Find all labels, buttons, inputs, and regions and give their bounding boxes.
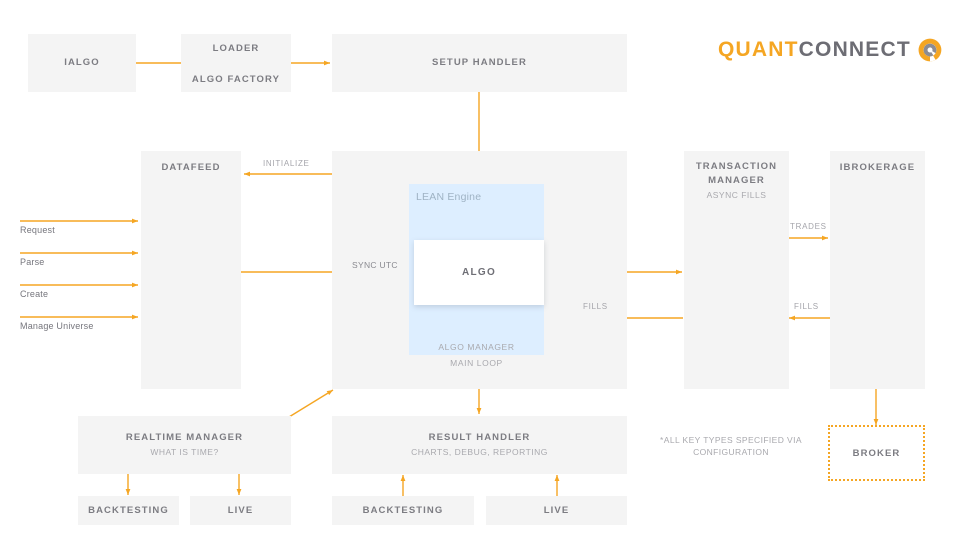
box-algo-factory-label: ALGO FACTORY (191, 74, 281, 85)
lean-engine-label: LEAN Engine (416, 191, 482, 203)
input-label-request: Request (20, 225, 55, 235)
box-loader-algo-factory[interactable]: LOADER ALGO FACTORY (181, 34, 291, 92)
edge-label-sync-utc: SYNC UTC (350, 260, 400, 270)
box-transaction-manager-sub: ASYNC FILLS (706, 190, 767, 200)
box-loader-label: LOADER (212, 43, 260, 54)
edge-label-fills-right: FILLS (794, 302, 819, 311)
box-realtime-live[interactable]: LIVE (190, 496, 291, 525)
footnote-key-types: *ALL KEY TYPES SPECIFIED VIA CONFIGURATI… (660, 435, 802, 457)
box-realtime-backtesting-label: BACKTESTING (88, 504, 169, 516)
main-loop-caption: MAIN LOOP (450, 358, 503, 368)
box-result-handler-label: RESULT HANDLER (428, 432, 531, 443)
box-datafeed[interactable]: DATAFEED (141, 151, 241, 389)
quantconnect-logo: QUANT CONNECT (718, 37, 943, 63)
quantconnect-mark-icon (917, 37, 943, 63)
box-realtime-live-label: LIVE (227, 504, 254, 516)
box-result-handler-sub: CHARTS, DEBUG, REPORTING (411, 447, 548, 457)
box-result-backtesting[interactable]: BACKTESTING (332, 496, 474, 525)
box-result-backtesting-label: BACKTESTING (362, 504, 444, 516)
box-result-live-label: LIVE (543, 504, 570, 516)
box-broker[interactable]: BROKER (828, 425, 925, 481)
box-ibrokerage-label: IBROKERAGE (839, 162, 916, 173)
edge-label-trades: TRADES (790, 222, 827, 231)
edge-label-initialize: INITIALIZE (263, 159, 310, 168)
box-transaction-manager-label: TRANSACTION MANAGER (695, 161, 778, 186)
algo-manager-caption: ALGO MANAGER (438, 342, 515, 352)
box-realtime-backtesting[interactable]: BACKTESTING (78, 496, 179, 525)
box-realtime-manager-sub: WHAT IS TIME? (150, 447, 219, 457)
box-setup-handler[interactable]: SETUP HANDLER (332, 34, 627, 92)
box-result-live[interactable]: LIVE (486, 496, 627, 525)
input-label-manage-universe: Manage Universe (20, 321, 94, 331)
box-ialgo-label: IALGO (64, 57, 100, 68)
box-realtime-manager-label: REALTIME MANAGER (125, 432, 244, 443)
box-realtime-manager[interactable]: REALTIME MANAGER WHAT IS TIME? (78, 416, 291, 474)
box-algo[interactable]: ALGO (414, 240, 544, 305)
input-label-create: Create (20, 289, 49, 299)
edge-label-fills-left: FILLS (583, 302, 608, 311)
box-transaction-manager[interactable]: TRANSACTION MANAGER ASYNC FILLS (684, 151, 789, 389)
box-ialgo[interactable]: IALGO (28, 34, 136, 92)
box-setup-handler-label: SETUP HANDLER (432, 57, 527, 68)
box-result-handler[interactable]: RESULT HANDLER CHARTS, DEBUG, REPORTING (332, 416, 627, 474)
input-label-parse: Parse (20, 257, 45, 267)
box-ibrokerage[interactable]: IBROKERAGE (830, 151, 925, 389)
box-datafeed-label: DATAFEED (161, 162, 221, 173)
box-broker-label: BROKER (852, 447, 901, 459)
box-algo-label: ALGO (461, 267, 497, 278)
logo-text-quant: QUANT (718, 38, 799, 61)
logo-text-connect: CONNECT (798, 38, 911, 61)
